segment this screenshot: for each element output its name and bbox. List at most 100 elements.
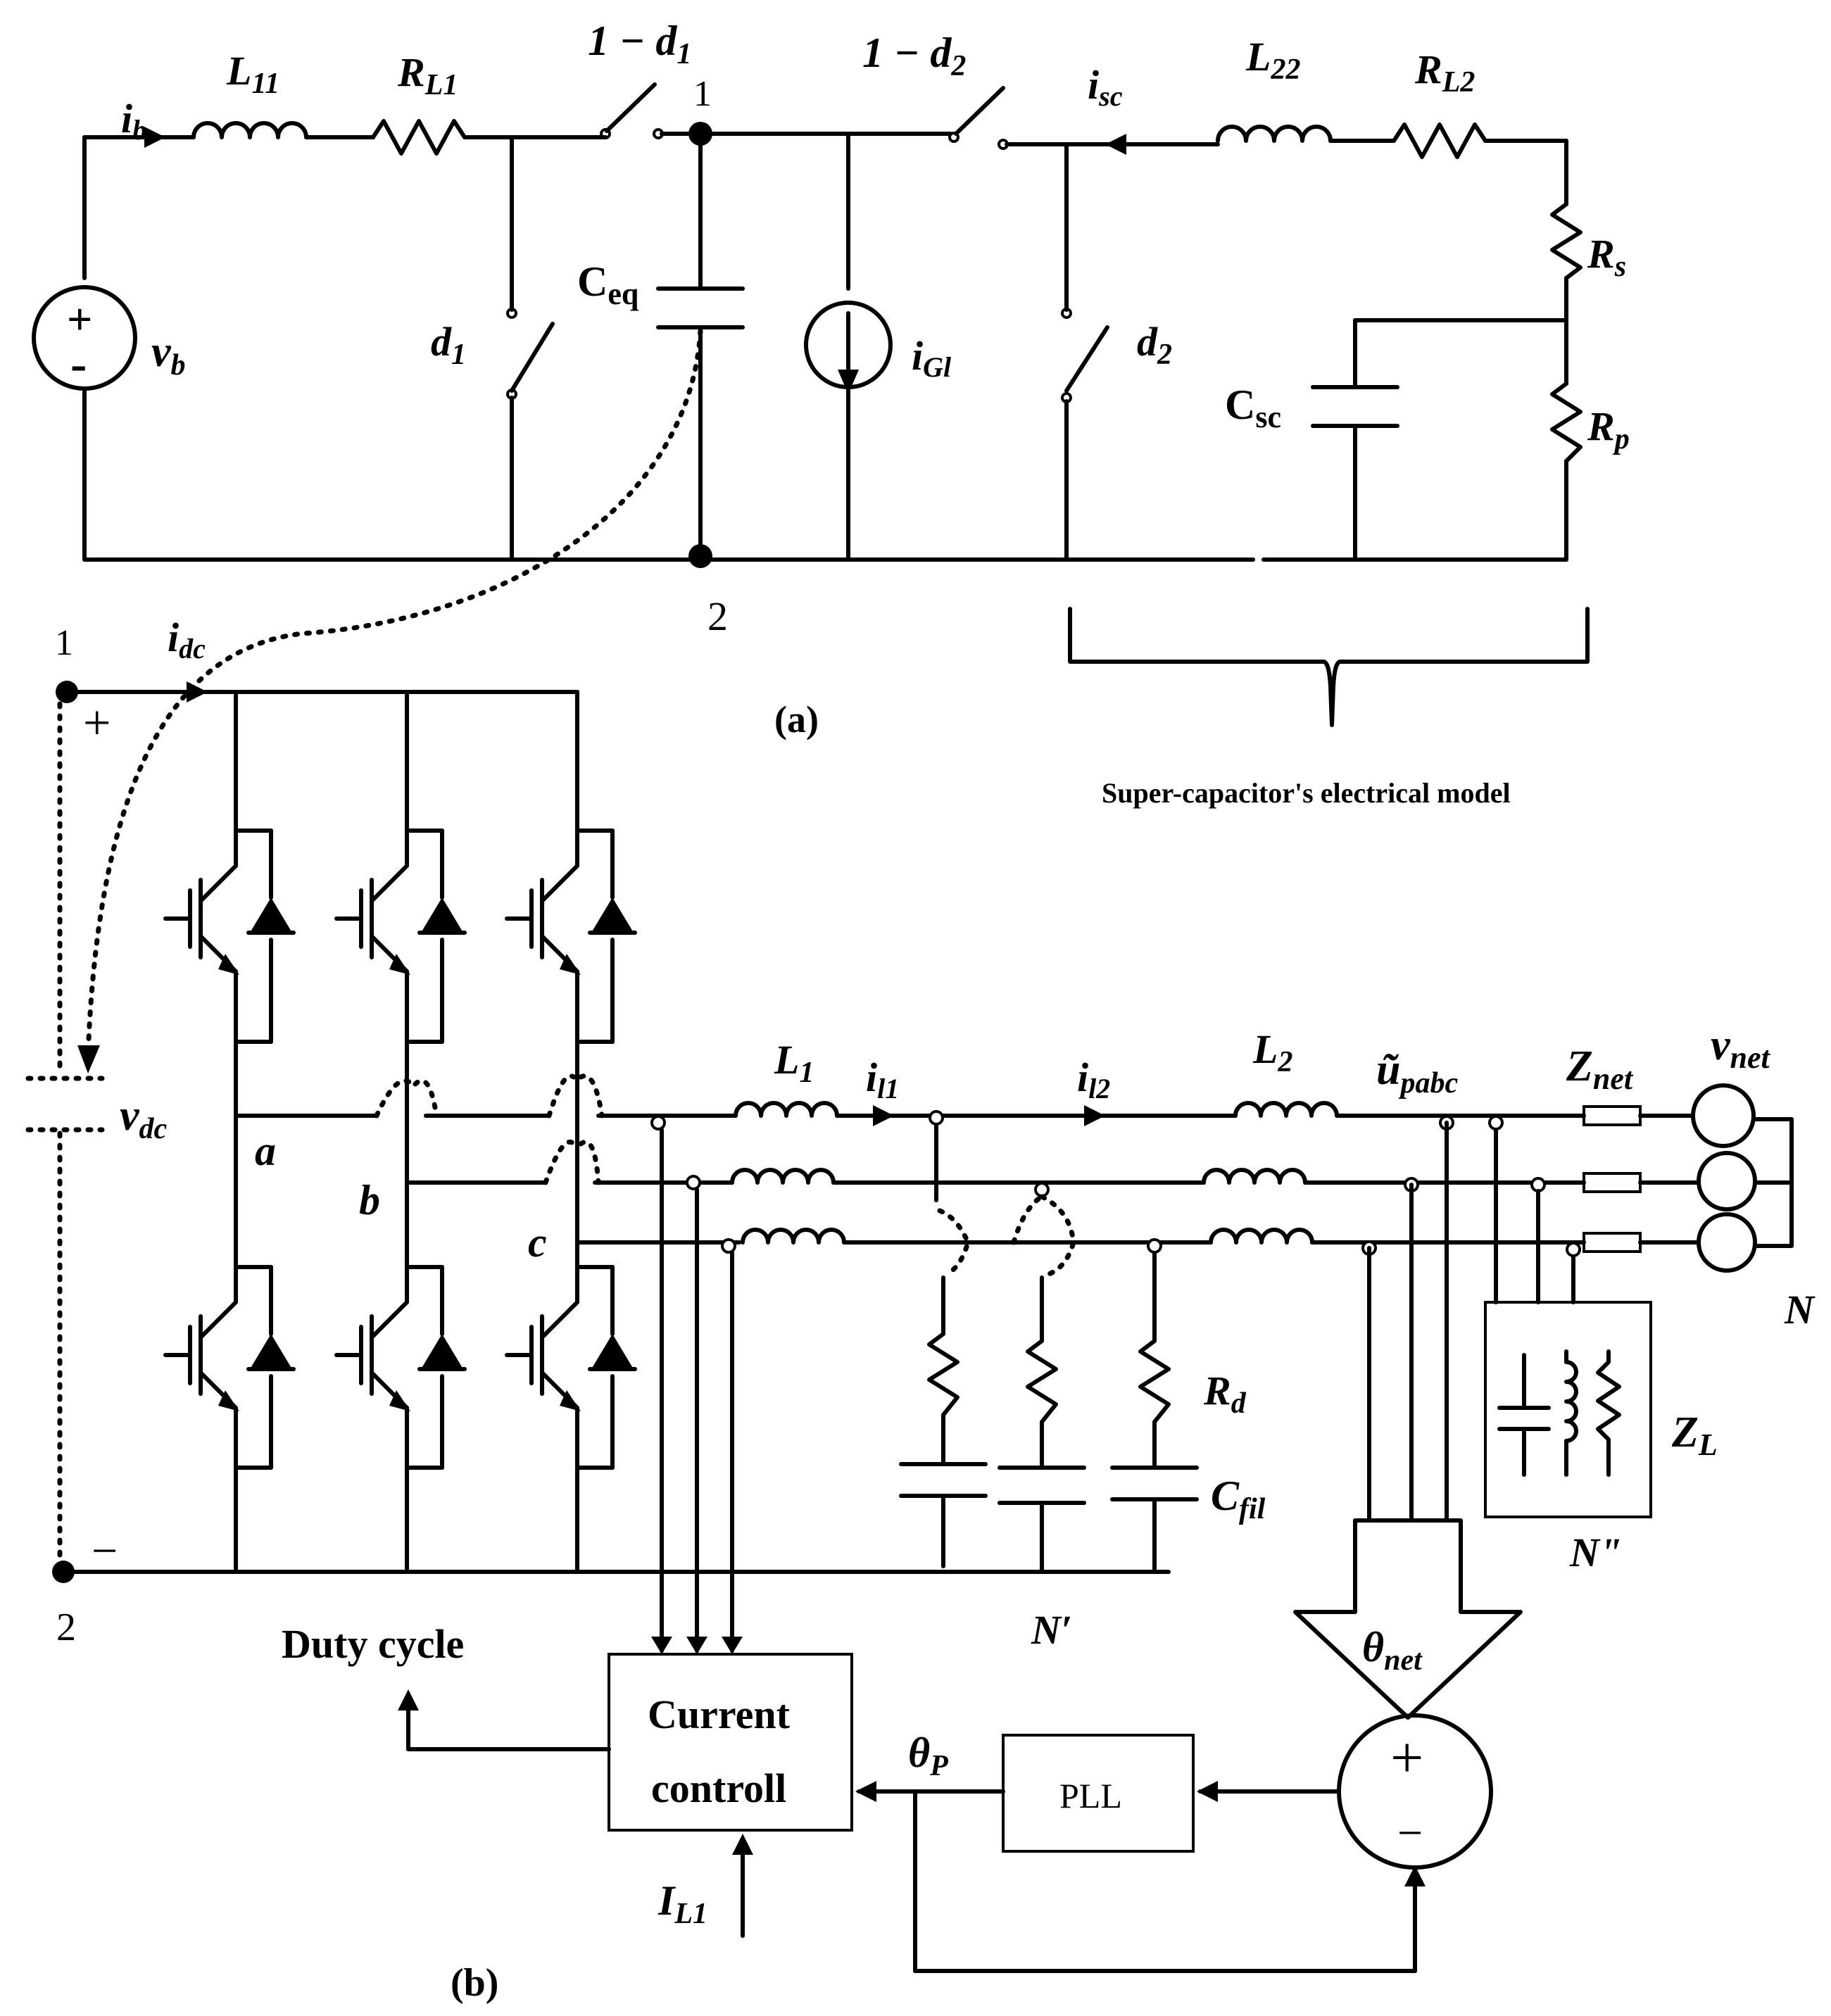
resistor-Rd-a: [927, 1332, 959, 1417]
label-pll: PLL: [1059, 1776, 1122, 1815]
vnet-source-a: [1691, 1083, 1756, 1148]
inductor-L22: [1216, 125, 1333, 143]
inductor-L1-a: [734, 1101, 839, 1118]
idc-arrow: [187, 681, 208, 703]
supercap-brace: [1068, 607, 1590, 727]
label-il2: il2: [1077, 1054, 1110, 1104]
vnet-source-b: [1697, 1151, 1757, 1211]
label-current-control-line2: controll: [651, 1765, 786, 1811]
isc-arrow: [1105, 134, 1126, 155]
label-sum-minus: −: [1397, 1808, 1423, 1858]
diode-upper-b: [420, 897, 465, 933]
label-dc-plus: +: [83, 696, 111, 750]
label-il1: il1: [866, 1054, 899, 1104]
igbt-lower-b: [336, 1265, 444, 1470]
node-2-a: [688, 544, 712, 568]
resistor-Rp: [1550, 382, 1583, 463]
label-d1: d1: [431, 319, 466, 371]
label-Csc: Csc: [1225, 382, 1281, 434]
label-RL1: RL1: [397, 49, 458, 101]
label-ZL: ZL: [1671, 1409, 1718, 1462]
part-a-circuit: [32, 82, 1590, 1073]
label-vnet: vnet: [1711, 1021, 1771, 1075]
resistor-Rd-c: [1138, 1339, 1171, 1424]
vnet-source-c: [1697, 1212, 1757, 1273]
label-Cfil: Cfil: [1211, 1473, 1266, 1525]
label-isc: isc: [1088, 62, 1123, 112]
current-control-block: [608, 1653, 853, 1832]
label-vb-minus: -: [70, 337, 87, 391]
theta-net-arrow: [1293, 1518, 1523, 1720]
inductor-L1-b: [730, 1168, 836, 1185]
inductor-L2-c: [1209, 1228, 1314, 1245]
label-vb-plus: +: [67, 294, 92, 344]
label-node-1-a: 1: [693, 74, 712, 114]
label-supercap-model: Super-capacitor's electrical model: [1102, 777, 1511, 809]
resistor-Rs: [1550, 202, 1583, 280]
diode-lower-b: [420, 1334, 465, 1369]
ib-arrow: [144, 127, 165, 148]
label-theta-net: θnet: [1362, 1624, 1423, 1677]
label-d2: d2: [1137, 319, 1172, 371]
igbt-upper-c: [507, 829, 615, 1044]
label-Rd: Rd: [1203, 1368, 1247, 1420]
label-L1: L1: [774, 1037, 814, 1089]
label-L2: L2: [1252, 1026, 1292, 1078]
label-node-2-b: 2: [56, 1606, 76, 1649]
label-phase-b: b: [359, 1177, 380, 1223]
caption-b: (b): [451, 1961, 498, 2005]
resistor-RL2: [1392, 122, 1487, 159]
label-Znet: Znet: [1566, 1042, 1634, 1096]
switch-d2: [1064, 325, 1109, 393]
caption-a: (a): [774, 698, 819, 741]
resistor-Rd-b: [1026, 1339, 1058, 1424]
load-ZL-box: [1484, 1301, 1652, 1518]
label-phase-c: c: [528, 1219, 547, 1266]
switch-1-d1: [605, 82, 657, 133]
label-1-d2: 1 − d2: [862, 30, 966, 82]
igbt-lower-c: [507, 1265, 615, 1470]
znet-a: [1583, 1105, 1642, 1126]
znet-b: [1583, 1172, 1642, 1193]
label-node-2-a: 2: [707, 593, 728, 639]
igbt-upper-b: [336, 829, 444, 1044]
inductor-L1-c: [741, 1228, 846, 1245]
label-iGl: iGl: [912, 333, 952, 383]
label-Ceq: Ceq: [577, 258, 639, 311]
label-duty-cycle: Duty cycle: [282, 1621, 464, 1667]
switch-1-d2: [954, 86, 1005, 136]
inductor-L2-b: [1202, 1168, 1307, 1185]
igbt-upper-a: [165, 829, 273, 1044]
il2-arrow: [1084, 1105, 1105, 1126]
label-ib: ib: [121, 96, 146, 146]
inductor-L11: [191, 121, 308, 139]
igbt-lower-a: [165, 1265, 273, 1470]
label-Rp: Rp: [1587, 403, 1630, 455]
znet-c: [1583, 1232, 1642, 1253]
part-b-circuit: [25, 681, 1794, 1973]
label-IL1: IL1: [657, 1877, 707, 1930]
label-Rs: Rs: [1587, 231, 1626, 283]
label-vb: vb: [151, 328, 186, 382]
label-N: N: [1784, 1287, 1816, 1333]
part-b-labels: 1 + idc vdc − 2 a b c L1 il1 il2 L2 ũpab…: [55, 615, 1816, 2005]
label-dc-minus: −: [92, 1525, 118, 1577]
label-node-1-b: 1: [55, 623, 73, 663]
il1-arrow: [873, 1105, 894, 1126]
label-RL2: RL2: [1414, 46, 1475, 99]
label-theta-p: θP: [908, 1730, 948, 1782]
switch-d1: [510, 322, 555, 393]
label-idc: idc: [168, 615, 206, 664]
label-N-dprime: N": [1569, 1530, 1622, 1575]
diode-lower-a: [248, 1334, 294, 1369]
part-a-labels: ib L11 RL1 1 − d1 1 1 − d2 isc L22 RL2 +…: [67, 18, 1630, 809]
diode-lower-c: [590, 1334, 635, 1369]
diode-upper-c: [590, 897, 635, 933]
label-current-control-line1: Current: [648, 1691, 791, 1737]
dotted-link-ceq-vdc: [85, 328, 703, 1059]
label-1-d1: 1 − d1: [588, 18, 691, 70]
label-sum-plus: +: [1390, 1725, 1423, 1791]
inductor-L2-a: [1233, 1101, 1339, 1118]
label-N-prime: N′: [1031, 1607, 1072, 1653]
